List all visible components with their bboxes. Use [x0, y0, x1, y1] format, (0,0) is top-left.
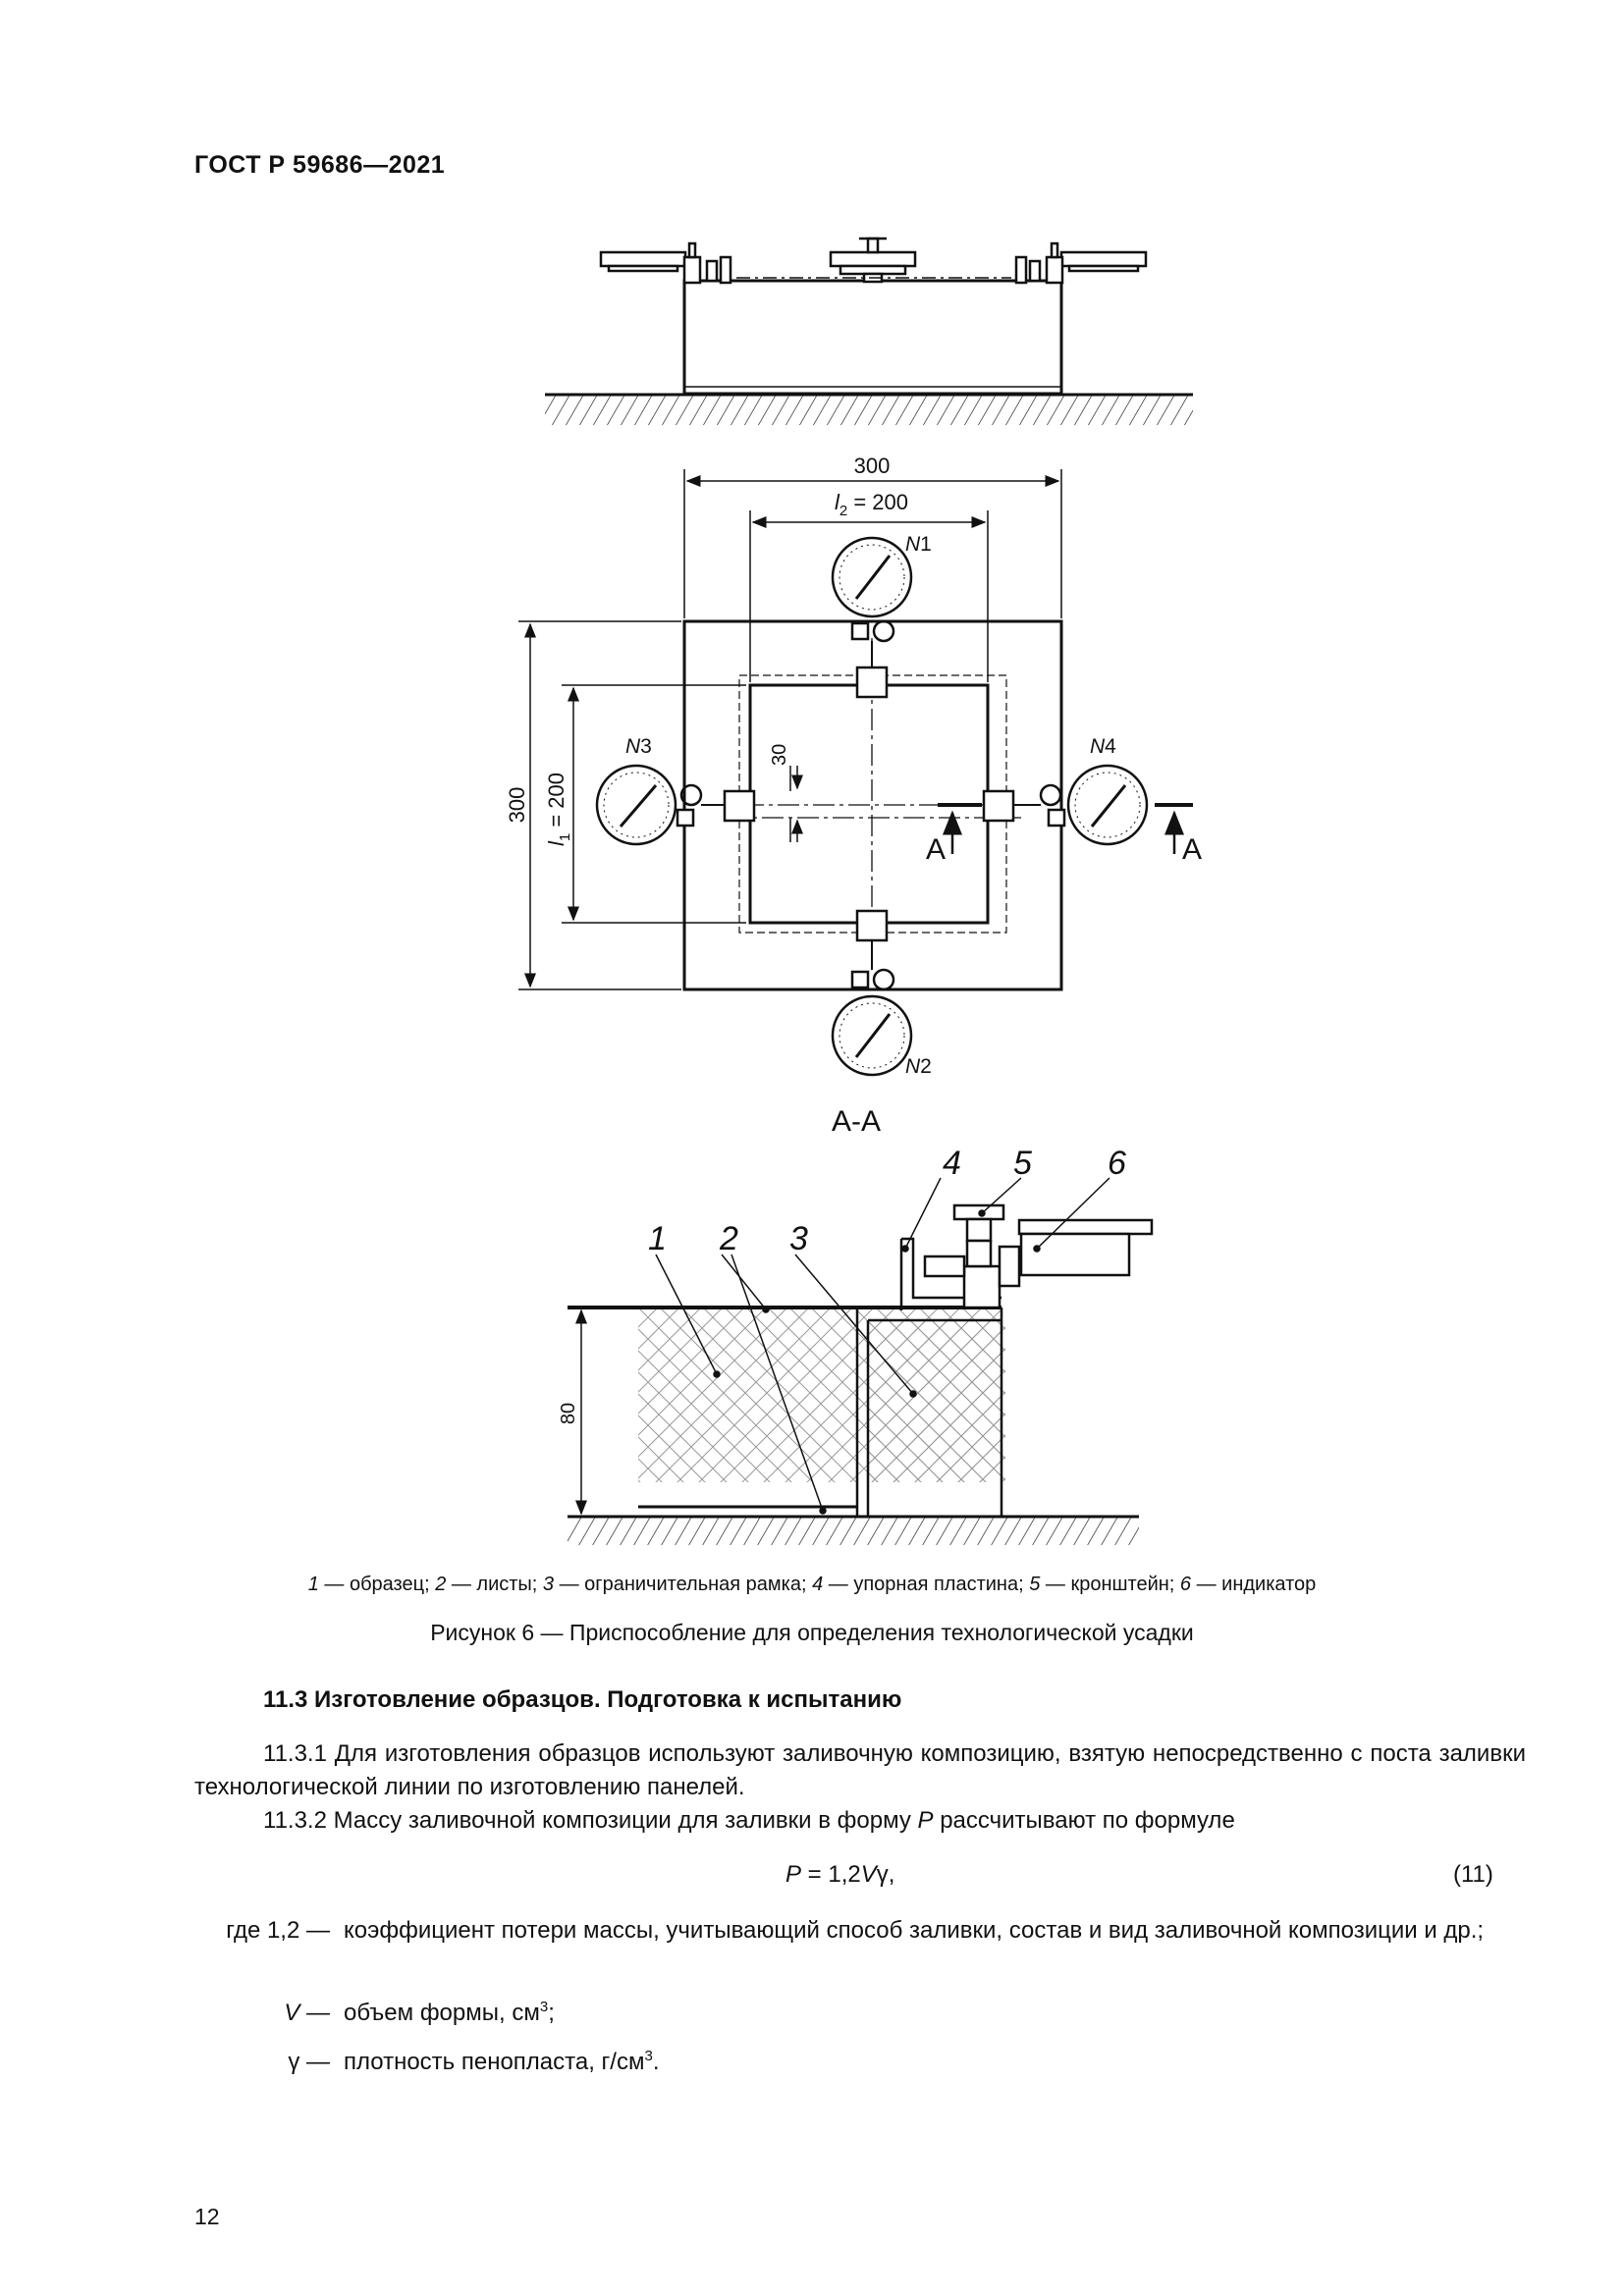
document-code: ГОСТ Р 59686—2021 [194, 151, 446, 179]
page-number: 12 [194, 2204, 220, 2229]
dim-outer-width: 300 [854, 454, 891, 478]
section-label-3: 3 [789, 1220, 808, 1257]
definition-coefficient: где 1,2 — коэффициент потери массы, учит… [226, 1917, 1485, 1944]
dim-offset: 30 [769, 744, 790, 766]
section-label-6: 6 [1108, 1145, 1126, 1182]
dim-inner-height: l1 = 200 [544, 773, 573, 846]
gauge-n3 [595, 764, 725, 846]
section-label-5: 5 [1013, 1145, 1032, 1182]
section-label-4: 4 [943, 1145, 961, 1182]
elevation-view [545, 237, 1193, 425]
section-view [568, 1177, 1154, 1545]
label-n3: N3 [625, 735, 652, 758]
section-marker-right: А [1182, 833, 1202, 866]
paragraph-11-3-2: 11.3.2 Массу заливочной композиции для з… [263, 1807, 1235, 1834]
equation-number: (11) [1453, 1861, 1493, 1888]
label-n4: N4 [1090, 735, 1116, 758]
definition-density: γ — плотность пенопласта, г/см3. [288, 2048, 660, 2075]
section-title: А-А [832, 1105, 881, 1138]
section-label-1: 1 [648, 1220, 667, 1257]
figure-caption: Рисунок 6 — Приспособление для определен… [430, 1620, 1194, 1645]
plan-view [518, 469, 1193, 1077]
figure-legend: 1 — образец; 2 — листы; 3 — ограничитель… [307, 1574, 1317, 1595]
dim-section-height: 80 [558, 1403, 579, 1424]
section-label-2: 2 [719, 1220, 738, 1257]
gauge-n2 [831, 940, 913, 1077]
figure-6-drawing: 300 l2 = 200 300 l1 = 200 30 N1 N2 N3 N4… [505, 237, 1202, 1545]
section-marker-left: А [926, 833, 946, 866]
label-n2: N2 [905, 1055, 932, 1078]
gauge-n4 [1013, 764, 1149, 846]
paragraph-11-3-1: 11.3.1 Для изготовления образцов использ… [194, 1740, 1526, 1800]
section-heading: 11.3 Изготовление образцов. Подготовка к… [263, 1686, 902, 1713]
dim-inner-width: l2 = 200 [835, 490, 908, 519]
formula: P = 1,2Vγ, [785, 1861, 895, 1888]
gauge-n1 [831, 536, 913, 667]
label-n1: N1 [905, 533, 932, 556]
dim-outer-height: 300 [505, 787, 529, 824]
definition-volume: V — объем формы, см3; [284, 1999, 555, 2026]
